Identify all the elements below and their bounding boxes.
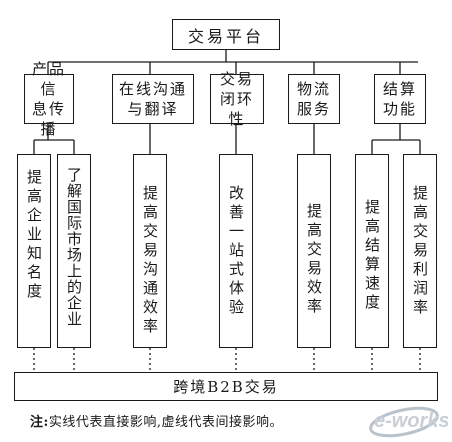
leaf-node-2: 了解国际市场上的企业 <box>57 154 91 348</box>
leaf-node-7: 提高交易利润率 <box>403 154 437 348</box>
category-label-1: 产品信 息传播 <box>31 60 66 138</box>
category-node-5: 结算 功能 <box>374 74 426 124</box>
logo-text: e-works <box>374 410 448 432</box>
leaf-node-3: 提高交易沟通效率 <box>133 154 167 348</box>
leaf-label-6: 提高结算速度 <box>363 199 381 313</box>
leaf-label-4: 改善一站式体验 <box>227 185 245 318</box>
leaf-node-4: 改善一站式体验 <box>219 154 253 348</box>
leaf-node-6: 提高结算速度 <box>355 154 389 348</box>
leaf-label-1: 提高企业知名度 <box>25 169 43 302</box>
bottom-node-label: 跨境B2B交易 <box>173 378 279 396</box>
category-node-4: 物流 服务 <box>288 74 340 124</box>
category-label-2: 在线沟通 与翻译 <box>118 80 187 118</box>
leaf-node-1: 提高企业知名度 <box>17 154 51 348</box>
category-label-3: 交易 闭环性 <box>219 70 254 128</box>
bottom-node: 跨境B2B交易 <box>14 372 438 401</box>
leaf-label-2: 了解国际市场上的企业 <box>65 167 83 327</box>
top-node-label: 交易平台 <box>187 26 264 46</box>
leaf-node-5: 提高交易效率 <box>297 154 331 348</box>
category-label-5: 结算 功能 <box>382 80 417 118</box>
category-label-4: 物流 服务 <box>296 80 331 118</box>
category-node-1: 产品信 息传播 <box>24 60 74 138</box>
leaf-label-7: 提高交易利润率 <box>411 185 429 318</box>
leaf-label-5: 提高交易效率 <box>305 203 323 317</box>
note-text: 实线代表直接影响,虚线代表间接影响。 <box>48 415 283 430</box>
category-node-2: 在线沟通 与翻译 <box>112 74 194 124</box>
legend-note: 注:实线代表直接影响,虚线代表间接影响。 <box>30 411 283 430</box>
note-label: 注: <box>30 415 49 430</box>
category-node-3: 交易 闭环性 <box>210 70 264 128</box>
e-works-logo: e-works <box>369 406 448 438</box>
top-node: 交易平台 <box>172 19 280 50</box>
leaf-label-3: 提高交易沟通效率 <box>141 185 159 337</box>
